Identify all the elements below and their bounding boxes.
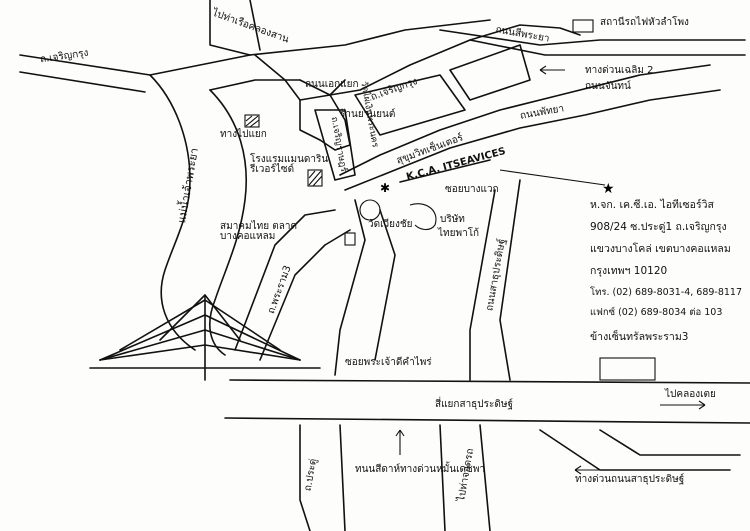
landmark-hotel: โรงแรมแมนดาริน รีเวอร์ไซด์: [250, 154, 329, 175]
road-bottom-5: [539, 429, 731, 471]
arrow-right-top: [539, 65, 565, 75]
road-bottom-1: [299, 424, 311, 531]
road-center-vertical-right: [374, 209, 396, 361]
star-icon: ★: [602, 181, 615, 197]
landmark-box-2: [307, 169, 323, 187]
address-line-5: โทร. (02) 689-8031-4, 689-8117: [590, 287, 743, 298]
address-line-2: 908/24 ซ.ประดู่1 ถ.เจริญกรุง: [590, 221, 727, 233]
road-east-top: [439, 29, 746, 46]
road-rama3-2: [259, 229, 351, 361]
landmark-center-bottom: ซอยพระเจ้าดีคำไพร่: [345, 357, 432, 368]
temple-circle: [359, 199, 381, 221]
landmark-wat: วัดเวียงชัย: [368, 219, 413, 230]
landmark-box-4: [572, 19, 594, 33]
landmark-box-1: [244, 114, 260, 128]
landmark-office: บริษัท: [440, 214, 465, 225]
street-tollway-right: ทางด่วนเฉลิม 2: [585, 65, 654, 76]
road-ne-1: [299, 99, 321, 141]
river-bank-right: [209, 89, 248, 356]
landmark-bottom-mid: ทนนสีดาห์ทางด่วนหมั้นเดชพา: [355, 464, 486, 475]
company-underline: [399, 159, 491, 183]
arrow-left-bottom: [574, 465, 650, 475]
hatch-2: [308, 170, 323, 187]
road-ne-4: [344, 89, 721, 191]
block-2: [354, 74, 466, 136]
landmark-park: ทางไปแยก: [220, 129, 267, 140]
street-surawong: สถานีรถไฟหัวลำโพง: [600, 17, 689, 28]
arrow-up-bottom: [395, 429, 405, 455]
address-line-6: แฟกซ์ (02) 689-8034 ต่อ 103: [590, 307, 723, 318]
landmark-school: สมาคมไทย ตลาดบางคอแหลม: [220, 221, 297, 242]
landmark-cross-label: ซอยบางแวก: [445, 184, 499, 195]
bridge: [89, 294, 321, 381]
temple-curve: [409, 203, 437, 231]
road-top-left-3: [149, 19, 491, 76]
road-top-left-1: [19, 54, 151, 76]
landmark-box-3: [344, 232, 356, 246]
arrow-right-lower: [660, 400, 706, 410]
road-ne-3: [339, 64, 711, 176]
road-bottom-4: [479, 424, 491, 531]
street-sanon-plak: ถนนเอกแยก: [305, 79, 359, 90]
road-sathupradit-left: [469, 189, 496, 381]
road-pier-left: [209, 0, 251, 56]
road-bottom-6: [599, 429, 741, 456]
arrow-address-pointer: [499, 169, 606, 186]
road-pier-right: [249, 0, 261, 51]
street-bottom-right: ทางด่วนถนนสาธุประดิษฐ์: [575, 474, 685, 485]
road-east-top2: [469, 39, 746, 56]
address-line-3: แขวงบางโคล่ เขตบางคอแหลม: [590, 243, 731, 255]
address-line-1: ห.จก. เค.ซี.เอ. ไอทีเซอร์วิส: [590, 199, 714, 211]
road-bottom-3: [439, 424, 446, 531]
river-bank-left: [149, 74, 196, 351]
block-3: [449, 44, 531, 101]
road-lower-horizontal-top: [229, 379, 750, 384]
street-right-road: ถนนจันทน์: [585, 81, 631, 92]
road-pier-bend: [254, 54, 301, 101]
road-bottom-2: [339, 424, 346, 531]
road-center-vertical-left: [334, 199, 366, 376]
hatch-1: [245, 115, 260, 128]
road-lower-horizontal-bottom: [224, 417, 750, 424]
road-sathupradit-right: [499, 179, 521, 381]
landmark-bank: ร้านยานยนต์: [340, 109, 396, 120]
building-box: [599, 357, 656, 381]
block-4: [314, 109, 356, 181]
address-line-7: ข้างเซ็นทรัลพระราม3: [590, 331, 689, 343]
road-top-left-2: [19, 71, 146, 93]
location-star-icon: ✱: [380, 181, 390, 195]
street-sathupradit-junction: สี่แยกสาธุประดิษฐ์: [435, 399, 513, 410]
landmark-office2: ไทยพาโก้: [438, 228, 480, 239]
address-line-4: กรุงเทพฯ 10120: [590, 265, 668, 277]
street-to-klongtoei: ไปคลองเตย: [665, 389, 716, 400]
road-rama3-1: [234, 209, 336, 351]
